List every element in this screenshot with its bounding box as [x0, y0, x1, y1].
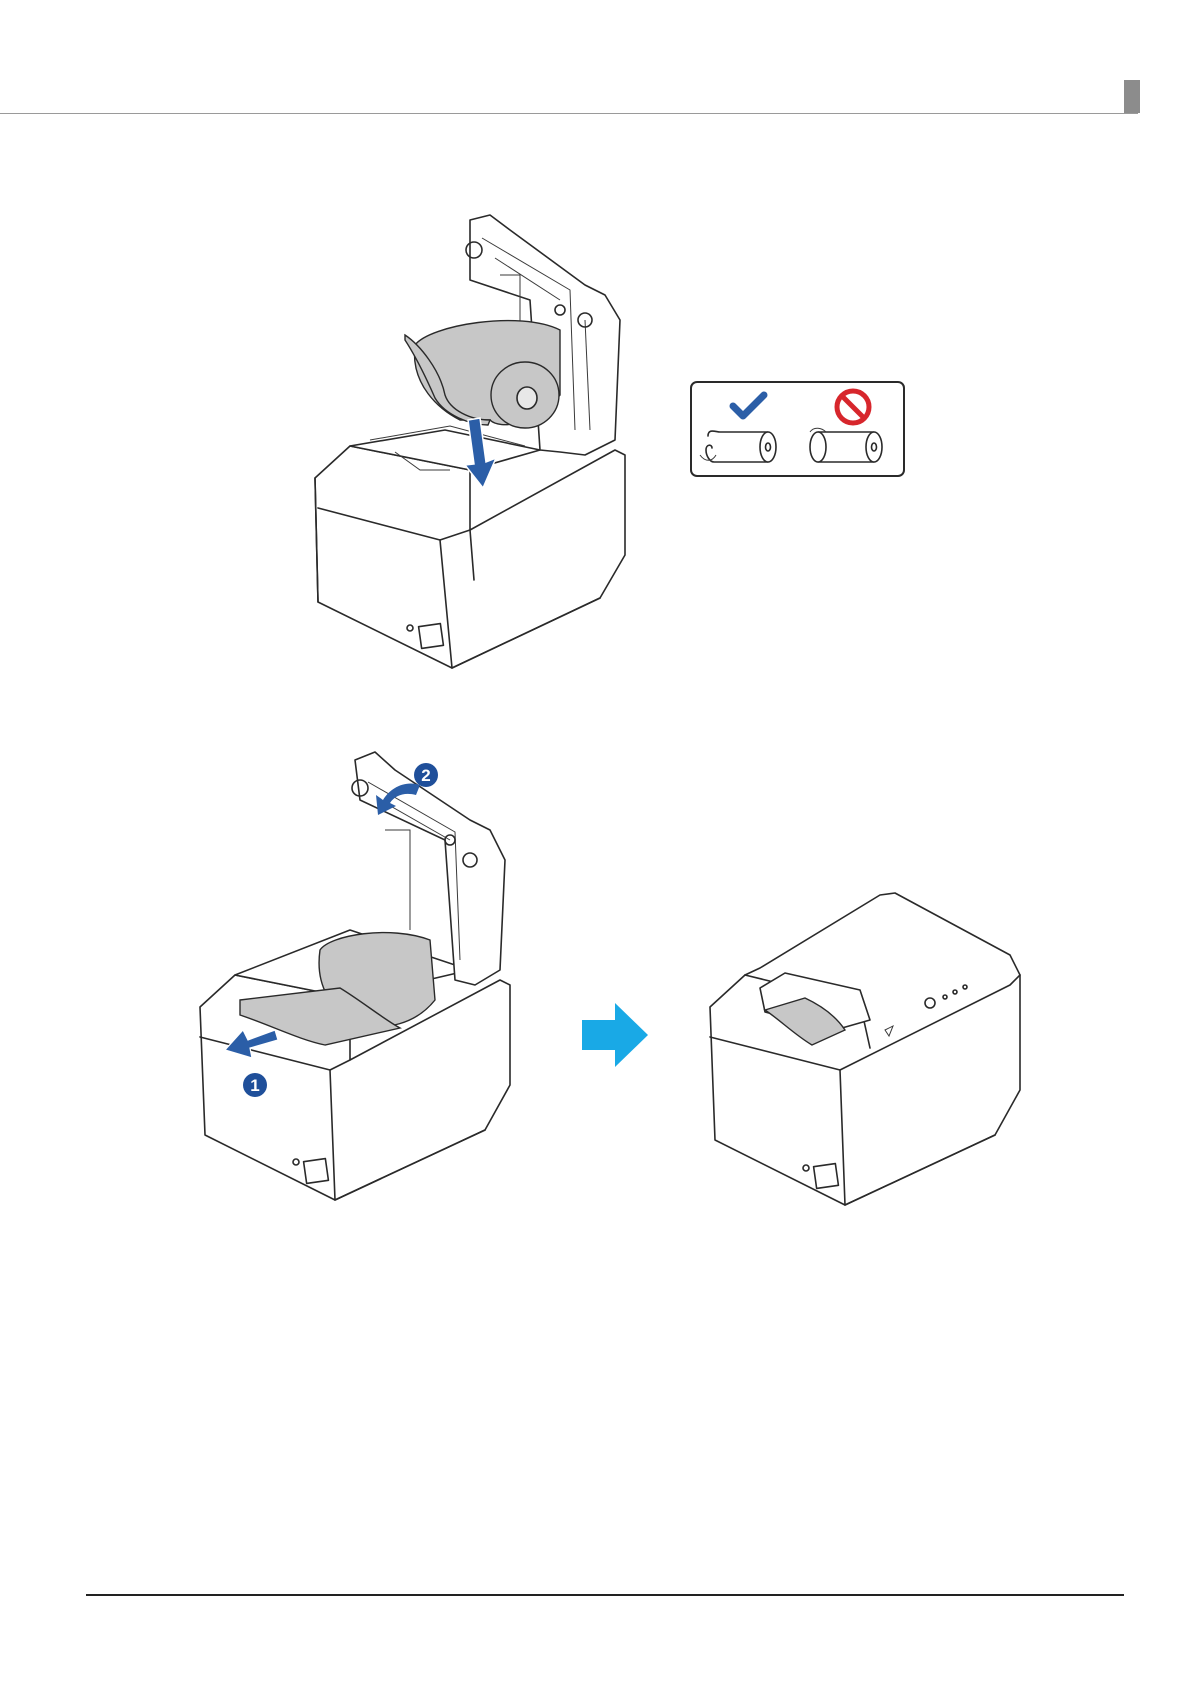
figure-orientation-check — [691, 382, 904, 476]
step-badge-1-label: 1 — [250, 1076, 259, 1095]
figure-insert-roll — [315, 215, 625, 668]
figure-pull-paper-close-cover: 1 2 — [200, 752, 510, 1200]
footer-rule — [86, 1594, 1124, 1596]
step-badge-2: 2 — [414, 763, 438, 787]
figure-closed-printer — [710, 893, 1020, 1205]
step-badge-1: 1 — [243, 1073, 267, 1097]
flow-right-arrow-icon — [582, 1003, 648, 1067]
step-badge-2-label: 2 — [421, 766, 430, 785]
